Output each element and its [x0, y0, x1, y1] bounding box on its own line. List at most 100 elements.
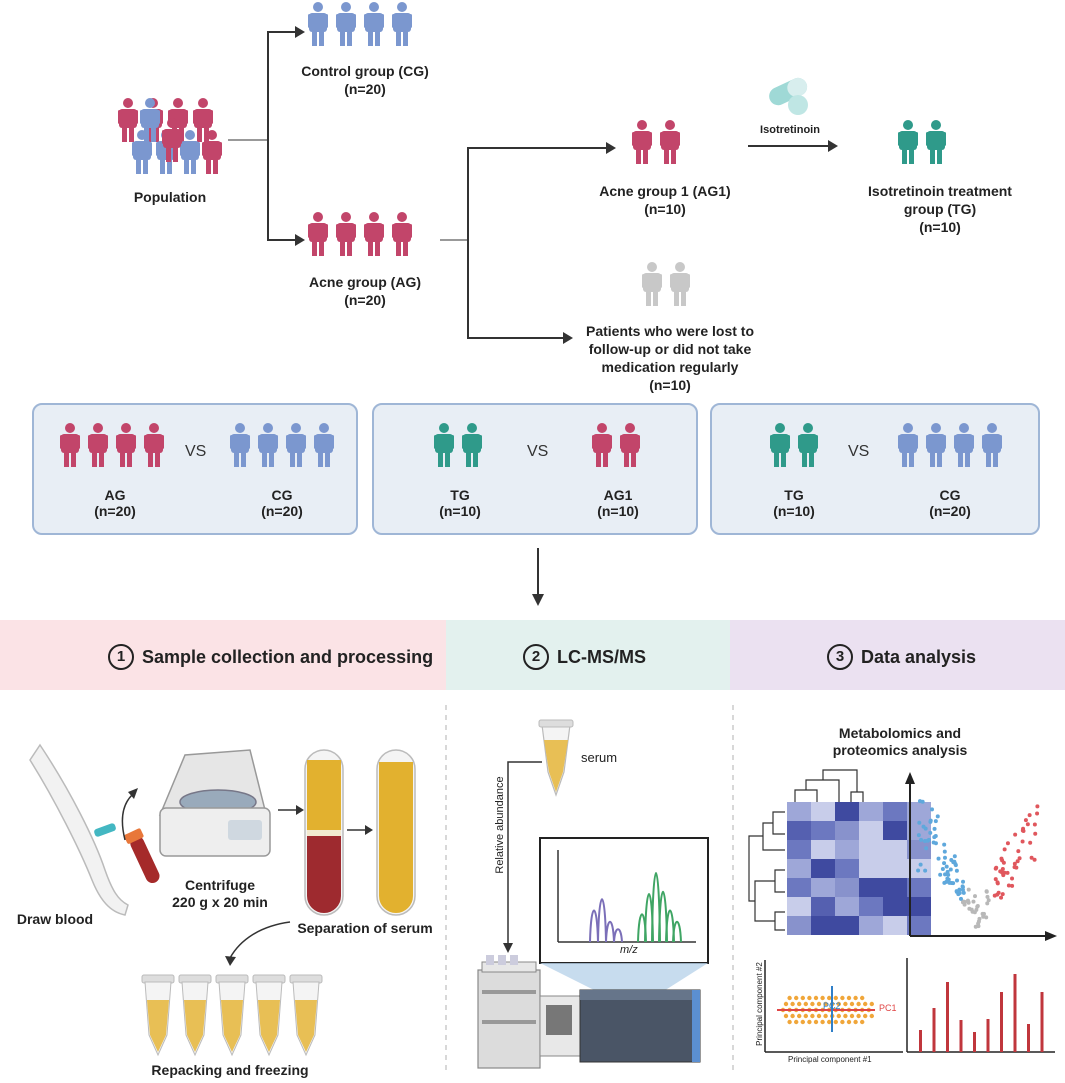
volcano-point [942, 861, 947, 866]
volcano-point [932, 826, 937, 831]
person-icon [392, 212, 412, 256]
spectrum-peak [613, 928, 623, 943]
lost-label-line1: Patients who were lost to [585, 323, 755, 339]
pca-point [853, 995, 858, 1001]
heatmap-cell [811, 859, 835, 878]
person-icon [132, 130, 152, 174]
volcano-point [923, 868, 928, 873]
comparison-people-icons [60, 423, 1002, 467]
volcano-point [975, 904, 980, 909]
pca-point [843, 1013, 848, 1019]
people-icons [118, 2, 946, 306]
heatmap-cell [787, 897, 811, 916]
pca-point [807, 1019, 812, 1025]
bar-mark [986, 1019, 990, 1052]
volcano-point [953, 863, 958, 868]
volcano-point [949, 880, 954, 885]
lost-label-line2: follow-up or did not take [588, 341, 752, 357]
volcano-point [920, 799, 925, 804]
person-icon [88, 423, 108, 467]
comparison-box-3 [710, 403, 1040, 535]
volcano-point [940, 866, 945, 871]
lost-label-line3: medication regularly [601, 359, 739, 375]
volcano-point [999, 870, 1004, 875]
volcano-point [928, 818, 933, 823]
volcano-point [957, 887, 962, 892]
person-icon [660, 120, 680, 164]
lc-ms-machine-icon [477, 955, 701, 1069]
heatmap-cell [787, 821, 811, 840]
dendrogram-top [794, 769, 864, 802]
bar-mark [1040, 992, 1044, 1052]
pca-point [816, 1001, 822, 1007]
heatmap-cell [883, 840, 907, 859]
volcano-point [960, 885, 965, 890]
volcano-point [958, 896, 963, 901]
heatmap-cell [883, 878, 907, 897]
person-icon [898, 120, 918, 164]
cmp3-right-n: (n=20) [929, 503, 971, 519]
volcano-point [993, 877, 998, 882]
step2-title: 2 LC-MS/MS [523, 644, 646, 670]
pca-point [810, 1001, 815, 1007]
pca-point [790, 1001, 795, 1007]
volcano-point [960, 900, 965, 905]
volcano-point [1010, 876, 1015, 881]
pca-point [833, 995, 838, 1001]
heatmap-cell [859, 821, 883, 840]
heatmap-cell [787, 840, 811, 859]
pca-point [869, 1001, 874, 1007]
heatmap-cell [859, 897, 883, 916]
heatmap-cell [859, 840, 883, 859]
volcano-point [972, 894, 977, 899]
tg-label-line1: Isotretinoin treatment [868, 183, 1012, 199]
volcano-point [1016, 849, 1021, 854]
tg-n: (n=10) [919, 219, 961, 235]
pca-point [849, 1013, 855, 1019]
volcano-point [1006, 883, 1011, 888]
step3-title: 3 Data analysis [827, 644, 976, 670]
volcano-point [952, 854, 957, 859]
person-icon [308, 212, 328, 256]
pca-point [803, 1013, 808, 1019]
isotretinoin-label: Isotretinoin [760, 124, 820, 136]
volcano-point [1035, 811, 1040, 816]
volcano-point [1032, 822, 1037, 827]
heatmap-cell [835, 859, 859, 878]
volcano-point [1002, 847, 1007, 852]
volcano-point [1001, 873, 1006, 878]
pca-point [849, 1001, 855, 1007]
pca-point [810, 1013, 815, 1019]
pca-point [820, 995, 825, 1001]
pca-point [803, 1001, 808, 1007]
volcano-point [981, 911, 986, 916]
volcano-point [1032, 857, 1037, 862]
heatmap [787, 802, 931, 935]
spectrum-peak [597, 898, 607, 943]
bar-mark [1000, 992, 1003, 1052]
heatmap-cell [787, 859, 811, 878]
heatmap-cell [811, 897, 835, 916]
volcano-point [984, 889, 989, 894]
pca-point [853, 1019, 858, 1025]
volcano-point [926, 837, 931, 842]
bar-mark [946, 982, 949, 1052]
centrifuge-label-line2: 220 g x 20 min [172, 894, 268, 910]
aliquot-tube [252, 974, 286, 1057]
flow-arrows [228, 26, 838, 344]
volcano-point [930, 807, 935, 812]
pca-point [827, 1019, 832, 1025]
step1-band [0, 620, 446, 690]
volcano-point [938, 872, 943, 877]
person-icon [336, 2, 356, 46]
pca-point [807, 995, 812, 1001]
volcano-point [995, 892, 1000, 897]
person-icon [118, 98, 138, 142]
heatmap-cell [907, 802, 931, 821]
pca-point [846, 995, 852, 1001]
bar-plot [906, 958, 1055, 1053]
volcano-point [933, 833, 938, 838]
pca-point [836, 1001, 841, 1007]
pca-point [816, 1013, 822, 1019]
aliquot-tube [289, 974, 323, 1057]
